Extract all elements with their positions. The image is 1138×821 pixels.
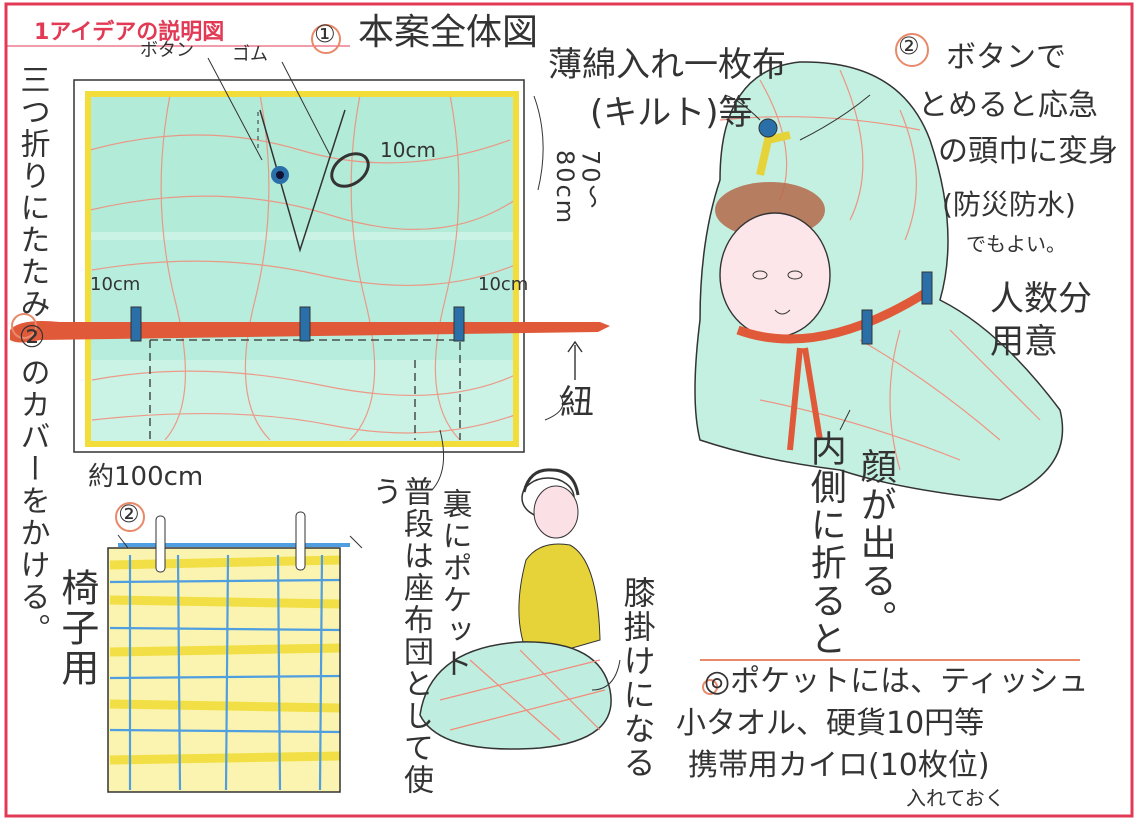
hood-fold-text: 内側に折ると bbox=[804, 430, 846, 658]
zabuton-label: 普段は座布団として使う bbox=[366, 476, 434, 796]
cord-clip bbox=[921, 271, 933, 305]
pocket-label: 裏にポケット bbox=[436, 488, 472, 680]
size-70-80: 70〜80cm bbox=[551, 150, 605, 226]
page-title: 1アイデアの説明図 bbox=[34, 20, 225, 45]
hood-button bbox=[758, 118, 778, 138]
knee-blanket-label: 膝掛けになる bbox=[618, 576, 657, 780]
hood-count-line-1: 人数分用意 bbox=[990, 279, 1092, 362]
quilt-overview-drawing bbox=[10, 57, 610, 491]
button-label: ボタン bbox=[140, 40, 194, 61]
knee-blanket-person bbox=[419, 468, 621, 750]
cord-size-left: 10cm bbox=[90, 274, 141, 295]
pocket-note-line-3: 携帯用カイロ(10枚位) bbox=[688, 748, 990, 783]
marker-1 bbox=[311, 24, 341, 54]
pocket-note-line-2: 小タオル、硬貨10円等 bbox=[676, 706, 985, 741]
fold-instruction: 三つ折りにたたみ②のカバーをかける。 bbox=[14, 64, 50, 645]
hood-drawing bbox=[694, 61, 1064, 501]
hood-quilt: (キルト)等 bbox=[590, 93, 753, 133]
hood-face-text: 顔が出る。 bbox=[854, 448, 896, 638]
marker-pocket bbox=[702, 679, 718, 695]
cord-clip bbox=[299, 306, 311, 342]
elastic-label: ゴム bbox=[232, 44, 268, 65]
marker-2-hood bbox=[895, 33, 929, 67]
marker-2-chair bbox=[115, 502, 145, 532]
width-label: 約100cm bbox=[88, 462, 204, 492]
hood-button-text-3: の頭巾に変身 bbox=[938, 134, 1118, 169]
cord-clip bbox=[155, 515, 166, 573]
cord-clip bbox=[130, 306, 142, 342]
chair-label: 椅子用 bbox=[54, 568, 99, 688]
pocket-note-line-4: 入れておく bbox=[906, 786, 1005, 810]
hood-button-text-1: ボタンで bbox=[946, 40, 1066, 75]
chair-cushion-drawing bbox=[107, 511, 363, 793]
section-1-heading: 本案全体図 bbox=[358, 12, 539, 53]
hood-disaster-1: (防災防水) bbox=[942, 188, 1076, 221]
section-1-number: ① bbox=[314, 20, 336, 48]
cord-size-right: 10cm bbox=[478, 274, 529, 295]
hood-button-text-2: とめると応急 bbox=[918, 88, 1098, 123]
pocket-note-line-1: ◎ポケットには、ティッシュ bbox=[704, 664, 1089, 699]
cord-clip bbox=[861, 309, 873, 345]
elastic-loop bbox=[330, 152, 370, 188]
hood-number: ② bbox=[898, 32, 920, 60]
marker-2-side bbox=[11, 313, 37, 339]
hood-disaster-2: でもよい。 bbox=[966, 232, 1066, 256]
chair-number: ② bbox=[118, 500, 140, 528]
cord-clip bbox=[453, 306, 465, 342]
cord-label: 紐 bbox=[560, 383, 594, 423]
hood-material: 薄綿入れ一枚布 bbox=[548, 45, 786, 85]
elastic-size: 10cm bbox=[380, 138, 436, 162]
page-border bbox=[4, 2, 1134, 818]
cord-clip bbox=[295, 511, 306, 571]
